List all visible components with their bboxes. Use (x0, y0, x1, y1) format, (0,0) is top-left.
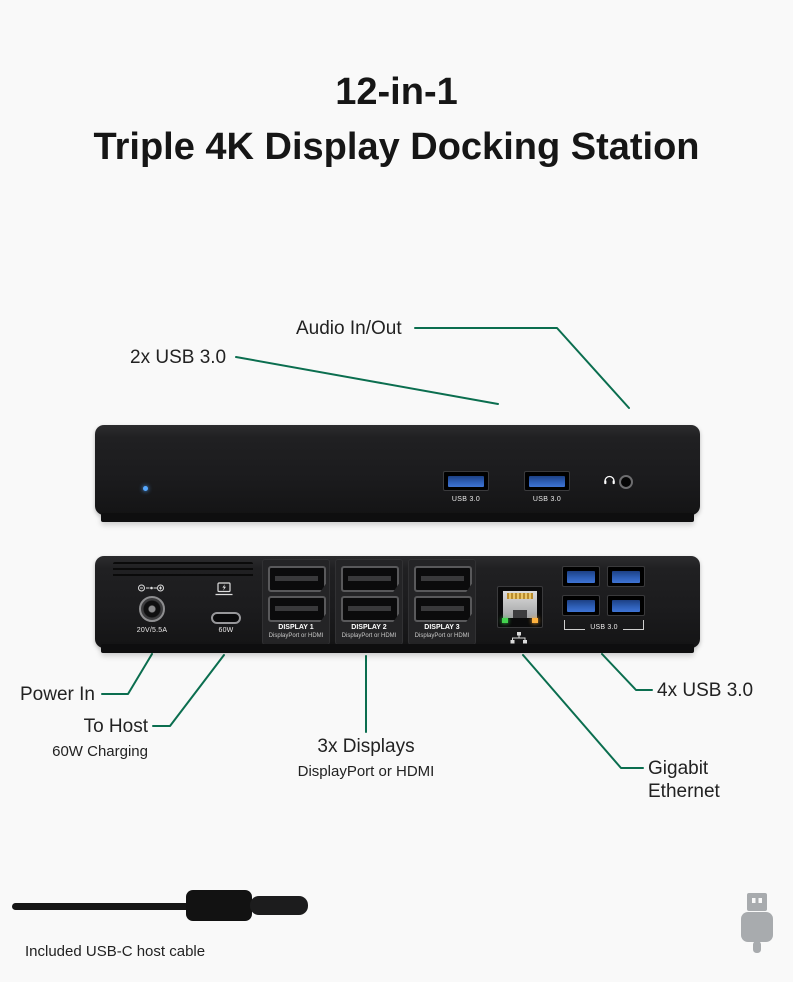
usb-group-bracket-right (623, 620, 644, 630)
usb-c-cable-cord (12, 903, 190, 910)
usb-a-port (562, 566, 600, 587)
laptop-charging-icon (215, 582, 233, 596)
power-rating-label: 20V/5.5A (136, 627, 168, 634)
callout-power-in: Power In (20, 684, 95, 705)
page-title: 12-in-1 Triple 4K Display Docking Statio… (0, 70, 793, 170)
display-sub-label: DisplayPort or HDMI (268, 633, 324, 639)
dc-power-jack (139, 596, 165, 622)
dock-front-base (101, 513, 694, 522)
network-icon (510, 632, 527, 644)
callout-ethernet-line2: Ethernet (648, 781, 720, 802)
cable-caption: Included USB-C host cable (25, 943, 206, 960)
displayport-hdmi-port (414, 596, 472, 622)
ethernet-led-green (502, 618, 508, 623)
dock-back-base (101, 644, 694, 653)
dock-front-view: USB 3.0 USB 3.0 (95, 425, 700, 515)
ethernet-port (497, 586, 543, 628)
dc-polarity-icon (138, 584, 164, 592)
display-sub-label: DisplayPort or HDMI (414, 633, 470, 639)
usb-group-label: USB 3.0 (590, 624, 618, 631)
callout-line-audio (414, 327, 630, 409)
audio-jack-port (619, 475, 633, 489)
callout-to-host: To Host 60W Charging (18, 716, 148, 760)
display-module-3: DISPLAY 3 DisplayPort or HDMI (408, 559, 476, 645)
display-name-label: DISPLAY 3 (424, 624, 460, 631)
title-line-1: 12-in-1 (335, 71, 458, 113)
display-name-label: DISPLAY 1 (278, 624, 314, 631)
display-name-label: DISPLAY 2 (351, 624, 387, 631)
vent-grille (113, 562, 253, 580)
usb-c-port (211, 612, 241, 624)
callout-ethernet-line1: Gigabit (648, 758, 709, 779)
callout-line-power-in (101, 653, 153, 695)
displayport-hdmi-port (341, 596, 399, 622)
usb-c-power-label: 60W (218, 627, 234, 634)
display-module-2: DISPLAY 2 DisplayPort or HDMI (335, 559, 403, 645)
callout-line-back-usb (601, 653, 653, 691)
callout-to-host-sublabel: 60W Charging (52, 743, 148, 760)
ethernet-inner (503, 591, 537, 618)
callout-displays: 3x Displays DisplayPort or HDMI (270, 736, 462, 780)
displayport-hdmi-port (341, 566, 399, 592)
callout-front-usb: 2x USB 3.0 (130, 347, 227, 368)
usb-c-cable-connector (186, 890, 252, 921)
ethernet-pins (507, 593, 533, 599)
ethernet-led-amber (532, 618, 538, 623)
usb-a-port (607, 595, 645, 616)
dock-back-view: 20V/5.5A 60W DISPLAY 1 DisplayPort or HD… (95, 556, 700, 648)
display-sub-label: DisplayPort or HDMI (341, 633, 397, 639)
title-line-2: Triple 4K Display Docking Station (93, 126, 700, 168)
usb-a-port (443, 471, 489, 491)
callout-back-usb: 4x USB 3.0 (657, 680, 754, 701)
headset-icon (604, 475, 615, 485)
usb-group-bracket-left (564, 620, 585, 630)
callout-ethernet: Gigabit Ethernet (648, 757, 720, 803)
callout-displays-sublabel: DisplayPort or HDMI (297, 763, 435, 780)
displayport-hdmi-port (268, 566, 326, 592)
callout-line-front-usb (235, 356, 499, 405)
callout-audio: Audio In/Out (296, 318, 402, 339)
usb-port-label: USB 3.0 (451, 496, 481, 503)
usb-c-cable-plug (250, 896, 308, 915)
usb-plug-logo (741, 893, 773, 953)
displayport-hdmi-port (414, 566, 472, 592)
callout-line-ethernet (522, 654, 644, 769)
usb-a-port (607, 566, 645, 587)
displayport-hdmi-port (268, 596, 326, 622)
ethernet-clip-notch (513, 610, 527, 618)
callout-to-host-label: To Host (83, 716, 148, 737)
callout-line-to-host (152, 654, 225, 727)
usb-a-port (524, 471, 570, 491)
display-module-1: DISPLAY 1 DisplayPort or HDMI (262, 559, 330, 645)
usb-port-label: USB 3.0 (532, 496, 562, 503)
power-led (143, 486, 148, 491)
callout-displays-label: 3x Displays (317, 736, 415, 757)
usb-a-port (562, 595, 600, 616)
